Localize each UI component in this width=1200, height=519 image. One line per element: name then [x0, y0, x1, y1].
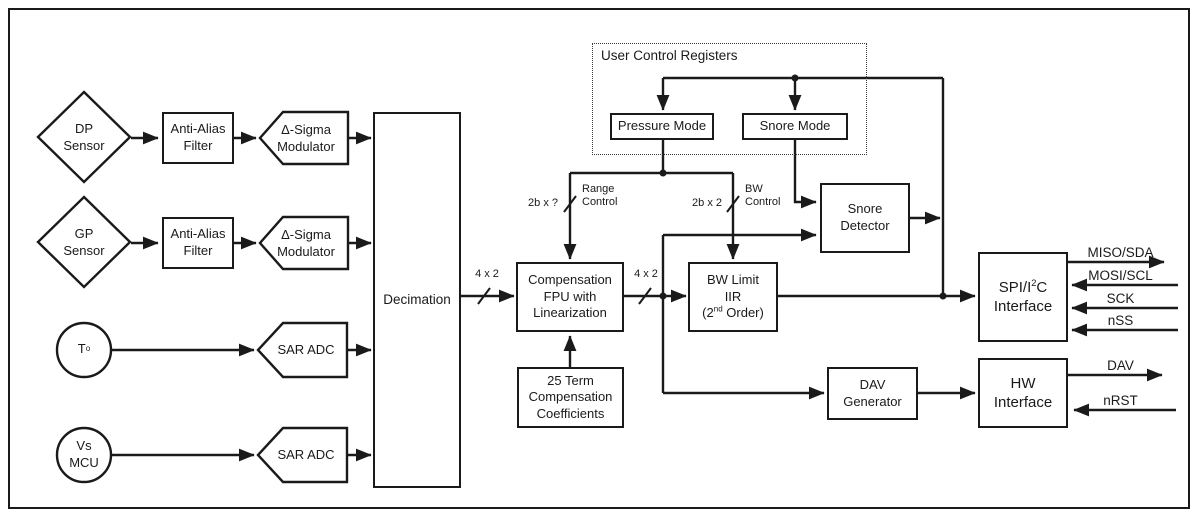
spi-i2c-interface-node: SPI/I2C Interface: [978, 252, 1068, 342]
dav-label: DAV: [1107, 358, 1134, 373]
range-control-label: Range Control: [582, 183, 618, 208]
gp-sensor-diamond: [36, 195, 132, 289]
spi-line2: Interface: [993, 298, 1053, 315]
user-control-registers-group: [592, 43, 867, 155]
bus-slash: [563, 195, 577, 213]
bw-limit-iir-node: BW Limit IIR (2nd Order): [688, 262, 778, 332]
dav-generator-node: DAV Generator: [827, 367, 918, 420]
bw-limit-line2: IIR: [724, 288, 742, 304]
bus-label-fpu-out: 4 x 2: [634, 268, 658, 280]
miso-sda-label: MISO/SDA: [1087, 245, 1154, 260]
vs-mcu-label: Vs MCU: [69, 438, 99, 470]
delta-sigma-shape-2: [258, 215, 350, 271]
dp-sensor-diamond: [36, 90, 132, 184]
bus-slash: [726, 195, 740, 213]
sar-adc-label-2: SAR ADC: [277, 447, 335, 462]
snore-mode-node: Snore Mode: [742, 113, 848, 140]
bw-limit-line1: BW Limit: [707, 272, 759, 288]
bus-slash: [477, 287, 491, 305]
sck-label: SCK: [1106, 291, 1135, 306]
bw-limit-line3: (2nd Order): [702, 304, 764, 321]
junction-dot: [659, 292, 667, 300]
nss-label: nSS: [1107, 313, 1134, 328]
compensation-coefficients-node: 25 Term Compensation Coefficients: [517, 367, 624, 428]
sar-adc-label-1: SAR ADC: [277, 342, 335, 357]
junction-dot: [791, 74, 799, 82]
bus-slash: [638, 287, 652, 305]
bus-label-range-width: 2b x ?: [528, 197, 558, 209]
sar-adc-shape-2: [256, 426, 349, 484]
junction-dot: [939, 292, 947, 300]
bw-control-label: BW Control: [745, 183, 781, 208]
anti-alias-filter-2: Anti-Alias Filter: [162, 217, 234, 269]
anti-alias-filter-1: Anti-Alias Filter: [162, 112, 234, 164]
diagram-outer-border: [8, 8, 1190, 509]
sar-adc-shape-1: [256, 321, 349, 379]
delta-sigma-label-2: Δ-Sigma Modulator: [277, 227, 335, 259]
snore-detector-node: Snore Detector: [820, 183, 910, 253]
bus-label-bw-width: 2b x 2: [692, 197, 722, 209]
gp-sensor-label: GP Sensor: [63, 226, 105, 258]
decimation-node: Decimation: [373, 112, 461, 488]
delta-sigma-label-1: Δ-Sigma Modulator: [277, 122, 335, 154]
user-control-registers-label: User Control Registers: [601, 48, 738, 63]
junction-dot: [659, 169, 667, 177]
hw-interface-node: HW Interface: [978, 358, 1068, 428]
wire: [793, 140, 817, 209]
pressure-mode-node: Pressure Mode: [610, 113, 714, 140]
compensation-fpu-node: Compensation FPU with Linearization: [516, 262, 624, 332]
spi-line1: SPI/I2C: [998, 277, 1048, 296]
dp-sensor-label: DP Sensor: [63, 121, 105, 153]
bus-label-decimation-out: 4 x 2: [475, 268, 499, 280]
nrst-label: nRST: [1103, 393, 1138, 408]
mosi-scl-label: MOSI/SCL: [1088, 268, 1153, 283]
delta-sigma-shape-1: [258, 110, 350, 166]
